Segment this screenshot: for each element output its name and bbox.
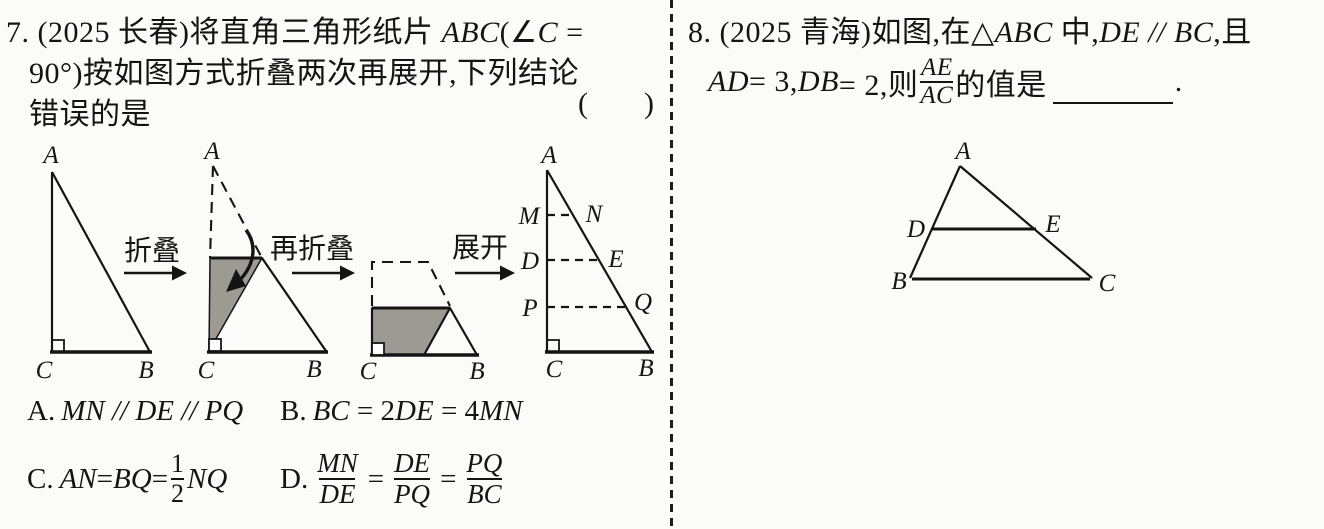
fold-arrow-1-head — [172, 265, 187, 281]
fold-curved-arrow — [236, 228, 255, 284]
fold-arrow-2-head — [340, 265, 355, 281]
fig3-label-B: B — [469, 358, 484, 385]
fold-step-2: 再折叠 — [270, 233, 355, 281]
fold-curved-arrow-head — [226, 269, 246, 292]
fig8-label-A: A — [953, 138, 971, 165]
triangle-symbol: △ — [970, 15, 995, 50]
fig8-label-C: C — [1099, 270, 1116, 297]
unfold-label: 展开 — [452, 233, 508, 264]
fold-step-1: 折叠 — [124, 235, 187, 281]
fig1-label-B: B — [138, 357, 153, 384]
right-angle-mark — [547, 339, 560, 352]
fig4-label-E: E — [607, 246, 623, 273]
option-d-label: D. — [280, 462, 309, 495]
fig1-label-C: C — [36, 357, 53, 384]
unfold-arrow-head — [500, 265, 515, 281]
fold-again-label: 再折叠 — [270, 233, 354, 265]
fig8-label-B: B — [891, 268, 906, 295]
fig-first-fold: A C B — [198, 138, 328, 384]
right-angle-mark — [371, 342, 385, 356]
column-divider — [670, 0, 673, 529]
fig-triangle-de-bc: A D E B C — [891, 138, 1115, 297]
right-angle-mark — [208, 338, 222, 352]
problem-7-stem-line-3: 错误的是 — [29, 98, 151, 131]
angle-symbol: ∠ — [510, 15, 538, 50]
problem-8-stem-line-1: 8. (2025 青海)如图,在△ABC 中,DE // BC,且 — [688, 15, 1252, 50]
option-a-label: A. — [27, 395, 56, 427]
fig-second-fold: C B — [360, 260, 485, 385]
fold-step-3: 展开 — [452, 233, 515, 281]
problem-8-figure: A D E B C — [891, 138, 1115, 297]
answer-bracket-close: ) — [644, 87, 655, 120]
problem-7-figures: A C B 折叠 A C B 再折叠 — [36, 138, 654, 385]
fig3-label-C: C — [360, 358, 377, 385]
fig1-label-A: A — [41, 142, 59, 169]
fig2-label-B: B — [306, 356, 321, 383]
option-b: B.BC = 2DE = 4MN — [280, 395, 523, 427]
fig8-label-D: D — [906, 216, 925, 243]
fig4-label-M: M — [518, 203, 541, 230]
fig4-label-A: A — [539, 142, 557, 169]
problem-7-stem-line-2: 90°)按如图方式折叠两次再展开,下列结论 — [29, 57, 579, 90]
fig4-label-D: D — [520, 248, 539, 275]
problem-7-number: 7. — [6, 16, 30, 49]
fig4-label-B: B — [638, 355, 653, 382]
fig2-label-A: A — [202, 138, 220, 165]
answer-bracket-open: ( — [578, 87, 589, 120]
option-c-label: C. — [27, 462, 54, 495]
fig4-label-C: C — [546, 356, 563, 383]
answer-blank — [1052, 101, 1173, 104]
fig-unfolded: A M N D E P Q C B — [518, 142, 654, 383]
fig2-label-C: C — [198, 357, 215, 384]
problem-7-stem-line-1: 7. (2025 长春)将直角三角形纸片 ABC(∠C = — [6, 15, 584, 50]
fig4-label-P: P — [521, 295, 537, 322]
fold-label: 折叠 — [124, 235, 180, 267]
problem-8-number: 8. — [688, 16, 712, 49]
fig4-label-N: N — [585, 201, 604, 228]
right-angle-mark — [52, 339, 65, 352]
fig8-label-E: E — [1044, 211, 1060, 238]
option-b-label: B. — [280, 395, 307, 427]
fig4-label-Q: Q — [634, 289, 652, 316]
fig-original-triangle: A C B — [36, 142, 154, 384]
option-a: A.MN // DE // PQ — [27, 395, 244, 427]
